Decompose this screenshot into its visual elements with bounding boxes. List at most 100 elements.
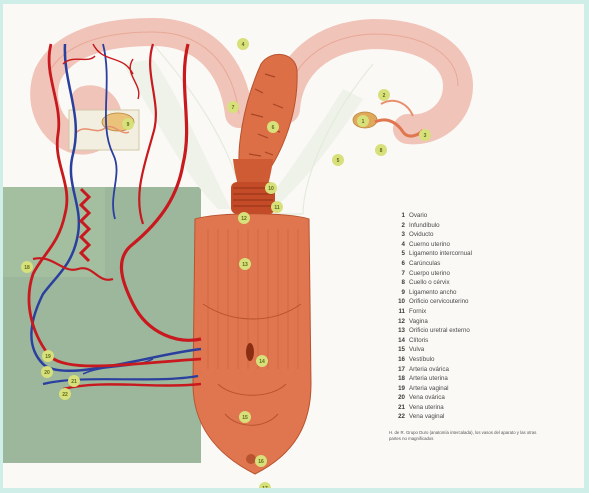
callout-8: 8 <box>375 144 387 156</box>
svg-text:1: 1 <box>362 119 365 125</box>
svg-text:7: 7 <box>232 105 235 111</box>
opened-uterine-horn <box>239 54 297 176</box>
legend-item: 7 Cuerpo uterino <box>383 269 472 279</box>
legend-label: Fornix <box>409 308 426 315</box>
legend-item: 4Cuerno uterino <box>383 240 472 250</box>
legend-item: 5 Ligamento intercornual <box>383 249 472 259</box>
legend-item: 2 Infundíbulo <box>383 221 472 231</box>
svg-text:18: 18 <box>24 265 30 271</box>
legend-label: Vena vaginal <box>409 413 444 420</box>
legend-item: 12 Vagina <box>383 317 472 327</box>
legend-number: 2 <box>383 221 405 231</box>
legend-label: Orificio uretral externo <box>409 327 470 334</box>
svg-text:15: 15 <box>242 415 248 421</box>
legend-number: 12 <box>383 317 405 327</box>
svg-text:20: 20 <box>44 370 50 376</box>
legend-number: 10 <box>383 297 405 307</box>
legend-item: 10 Orificio cervicouterino <box>383 297 472 307</box>
svg-text:9: 9 <box>127 122 130 128</box>
svg-text:10: 10 <box>268 186 274 192</box>
callout-15: 15 <box>239 411 251 423</box>
legend-label: Vulva <box>409 346 424 353</box>
callout-14: 14 <box>256 355 268 367</box>
figure-caption: H. de R. Grupo Duro (anatomía intercalad… <box>389 430 539 441</box>
urethral-orifice <box>246 343 254 361</box>
svg-text:3: 3 <box>424 133 427 139</box>
right-infundibulum <box>381 101 413 116</box>
legend-label: Clítoris <box>409 337 428 344</box>
illustration-frame: 4 2 3 1 7 6 5 8 10 11 12 13 14 15 16 17 … <box>3 4 584 488</box>
legend-number: 1 <box>383 211 405 221</box>
legend-number: 7 <box>383 269 405 279</box>
legend-label: Cuello o cérvix <box>409 279 450 286</box>
legend-list: 1 Ovario 2 Infundíbulo 3 Oviducto 4Cuerno uter… <box>383 211 472 422</box>
callout-18: 18 <box>21 261 33 273</box>
legend-label: Vena ovárica <box>409 394 445 401</box>
legend-item: 8 Cuello o cérvix <box>383 278 472 288</box>
legend-label: Ligamento ancho <box>409 289 456 296</box>
callout-10: 10 <box>265 182 277 194</box>
legend-number: 21 <box>383 403 405 413</box>
legend-item: 17 Arteria ovárica <box>383 365 472 375</box>
legend-label: Cuerpo uterino <box>409 270 450 277</box>
legend-item: 22 Vena vaginal <box>383 412 472 422</box>
legend-label: Ovario <box>409 212 427 219</box>
legend-item: 1 Ovario <box>383 211 472 221</box>
legend-number: 8 <box>383 278 405 288</box>
legend-item: 18Arteria uterina <box>383 374 472 384</box>
legend-number: 18 <box>383 374 405 384</box>
svg-text:14: 14 <box>259 359 265 365</box>
callout-19: 19 <box>42 350 54 362</box>
svg-text:17: 17 <box>262 486 268 488</box>
svg-text:6: 6 <box>272 125 275 131</box>
vagina <box>193 214 311 474</box>
callout-11: 11 <box>271 201 283 213</box>
legend-label: Oviducto <box>409 231 433 238</box>
legend-item: 16 Vestíbulo <box>383 355 472 365</box>
callout-1: 1 <box>357 115 369 127</box>
legend-label: Vena uterina <box>409 404 444 411</box>
legend-number: 19 <box>383 384 405 394</box>
legend-item: 13Orificio uretral externo <box>383 326 472 336</box>
legend-item: 21 Vena uterina <box>383 403 472 413</box>
svg-text:22: 22 <box>62 392 68 398</box>
svg-text:11: 11 <box>274 205 280 211</box>
legend-number: 15 <box>383 345 405 355</box>
legend-item: 6Carúnculas <box>383 259 472 269</box>
legend-item: 11 Fornix <box>383 307 472 317</box>
legend-item: 15 Vulva <box>383 345 472 355</box>
svg-text:4: 4 <box>242 42 245 48</box>
legend-label: Cuerno uterino <box>409 241 450 248</box>
legend-number: 9 <box>383 288 405 298</box>
inset-panel <box>3 187 105 277</box>
legend-label: Vagina <box>409 318 428 325</box>
clitoris <box>246 454 256 464</box>
legend-number: 16 <box>383 355 405 365</box>
callout-13: 13 <box>239 258 251 270</box>
legend-number: 22 <box>383 412 405 422</box>
callout-4: 4 <box>237 38 249 50</box>
legend-label: Carúnculas <box>409 260 440 267</box>
legend-label: Ligamento intercornual <box>409 250 472 257</box>
legend-number: 17 <box>383 365 405 375</box>
callout-16: 16 <box>255 455 267 467</box>
callout-2: 2 <box>378 89 390 101</box>
svg-text:19: 19 <box>45 354 51 360</box>
legend-label: Orificio cervicouterino <box>409 298 469 305</box>
legend-item: 20 Vena ovárica <box>383 393 472 403</box>
legend-number: 20 <box>383 393 405 403</box>
legend-number: 11 <box>383 307 405 317</box>
callout-22: 22 <box>59 388 71 400</box>
legend-item: 3 Oviducto <box>383 230 472 240</box>
callout-21: 21 <box>68 375 80 387</box>
legend-label: Vestíbulo <box>409 356 434 363</box>
svg-text:2: 2 <box>383 93 386 99</box>
callout-20: 20 <box>41 366 53 378</box>
callout-6: 6 <box>267 121 279 133</box>
legend-label: Arteria ovárica <box>409 366 449 373</box>
callout-17: 17 <box>259 482 271 488</box>
legend-number: 5 <box>383 249 405 259</box>
legend-item: 14Clítoris <box>383 336 472 346</box>
legend-label: Infundíbulo <box>409 222 440 229</box>
legend-number: 3 <box>383 230 405 240</box>
